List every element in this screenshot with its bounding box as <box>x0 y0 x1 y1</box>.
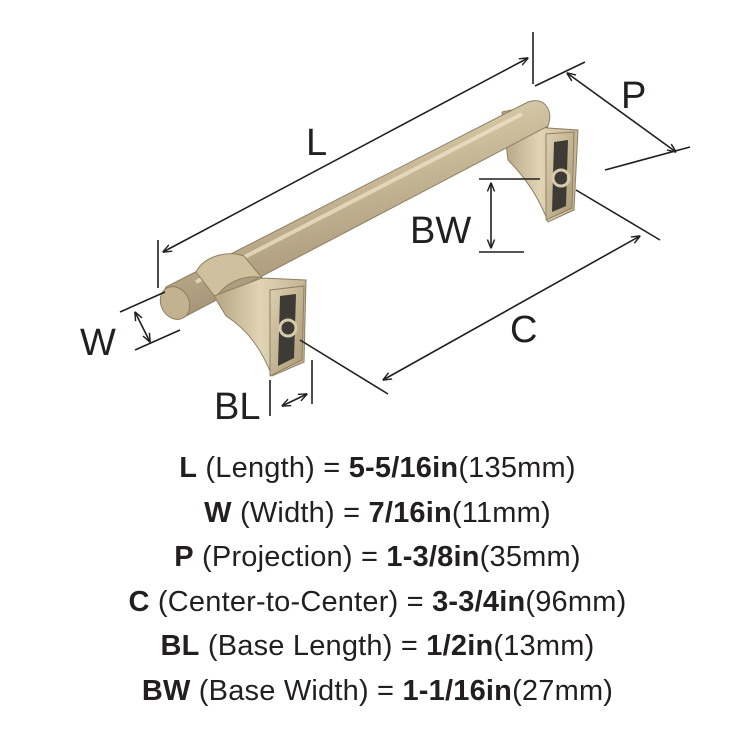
right-base-slot <box>552 140 568 212</box>
bl-label: BL <box>214 386 260 428</box>
w-extension-top <box>119 291 166 313</box>
spec-abbr: C <box>128 585 150 618</box>
p-extension-bottom <box>604 146 691 171</box>
p-label: P <box>621 75 646 117</box>
spec-abbr: W <box>204 496 232 529</box>
spec-row-base-length: BL (Base Length) = 1/2in(13mm) <box>0 624 755 669</box>
spec-row-projection: P (Projection) = 1-3/8in(35mm) <box>0 535 755 580</box>
c-extension-left <box>299 339 389 395</box>
spec-row-base-width: BW (Base Width) = 1-1/16in(27mm) <box>0 669 755 714</box>
left-screw-hole-icon <box>278 318 298 338</box>
left-base-slot <box>278 294 296 366</box>
spec-desc: (Width) = <box>231 496 369 529</box>
w-extension-bottom <box>134 329 181 351</box>
p-dimension-line <box>567 73 676 152</box>
spec-abbr: BW <box>141 674 191 707</box>
spec-abbr: BL <box>160 630 200 662</box>
bw-label: BW <box>410 210 471 252</box>
spec-abbr: L <box>179 452 198 484</box>
spec-metric: (96mm) <box>525 585 627 618</box>
spec-abbr: P <box>174 541 194 573</box>
spec-row-center-to-center: C (Center-to-Center) = 3-3/4in(96mm) <box>0 580 755 625</box>
spec-desc: (Projection) = <box>193 541 387 573</box>
spec-metric: (135mm) <box>458 452 576 484</box>
spec-imperial: 1-1/16in <box>402 674 513 707</box>
dimension-lines <box>119 32 691 416</box>
spec-desc: (Center-to-Center) = <box>149 585 433 618</box>
spec-row-width: W (Width) = 7/16in(11mm) <box>0 491 755 536</box>
p-extension-top <box>534 61 586 87</box>
spec-desc: (Length) = <box>197 452 349 484</box>
spec-metric: (27mm) <box>512 674 614 707</box>
spec-row-length: L (Length) = 5-5/16in(135mm) <box>0 446 755 491</box>
spec-imperial: 5-5/16in <box>348 452 459 484</box>
specification-list: L (Length) = 5-5/16in(135mm) W (Width) =… <box>0 446 755 713</box>
spec-imperial: 1/2in <box>426 630 494 662</box>
spec-imperial: 7/16in <box>368 496 452 529</box>
l-dimension-line <box>163 58 528 252</box>
c-label: C <box>510 309 537 351</box>
spec-imperial: 1-3/8in <box>386 541 480 573</box>
spec-desc: (Base Width) = <box>190 674 403 707</box>
spec-metric: (35mm) <box>479 541 581 573</box>
spec-metric: (11mm) <box>451 496 551 529</box>
right-screw-hole-icon <box>551 168 571 188</box>
bl-dimension-line <box>282 394 307 406</box>
spec-imperial: 3-3/4in <box>432 585 526 618</box>
w-label: W <box>80 322 116 364</box>
spec-desc: (Base Length) = <box>199 630 427 662</box>
l-label: L <box>306 122 327 164</box>
w-dimension-line <box>135 312 150 342</box>
left-post <box>195 253 307 377</box>
bar-end-cap <box>159 286 191 320</box>
spec-metric: (13mm) <box>493 630 595 662</box>
c-dimension-line <box>383 236 640 380</box>
handle-dimension-diagram: L P BW C W BL <box>80 32 691 428</box>
c-extension-right <box>575 189 661 241</box>
